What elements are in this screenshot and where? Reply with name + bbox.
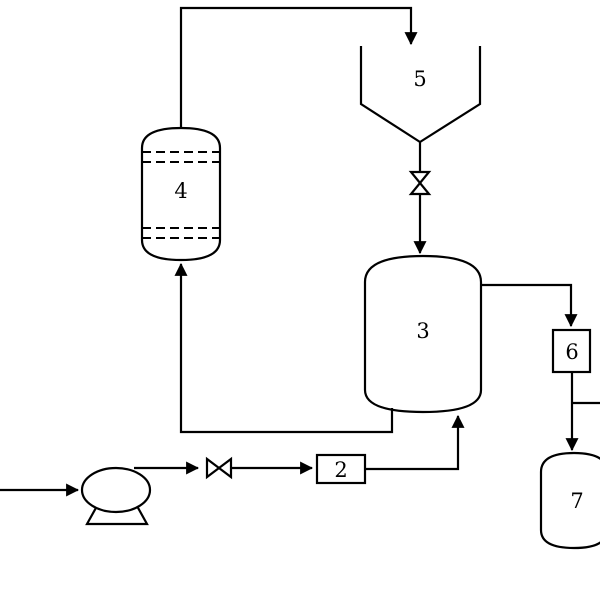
unit-2: 2 — [315, 453, 367, 485]
valve-icon — [408, 170, 432, 196]
hopper-feed-line — [408, 142, 432, 255]
hopper-5-label: 5 — [413, 67, 426, 91]
column-vapor-line — [179, 6, 418, 128]
receiver-7-label: 7 — [570, 489, 583, 513]
reactor-to-column-line — [174, 262, 394, 434]
pump-discharge-line — [134, 456, 314, 480]
filter-6: 6 — [551, 328, 592, 374]
column-4: 4 — [140, 126, 222, 262]
reactor-3-label: 3 — [416, 319, 429, 343]
filter-to-receiver-line — [565, 372, 600, 452]
unit-2-to-reactor-line — [365, 414, 465, 471]
column-4-label: 4 — [174, 179, 187, 203]
reactor-3: 3 — [363, 254, 483, 414]
unit-2-label: 2 — [334, 458, 347, 482]
hopper-5: 5 — [359, 46, 482, 144]
reactor-to-filter-line — [481, 283, 578, 328]
receiver-7: 7 — [539, 451, 600, 550]
pump-icon — [80, 466, 152, 526]
filter-6-label: 6 — [565, 340, 578, 364]
valve-icon — [205, 456, 233, 480]
